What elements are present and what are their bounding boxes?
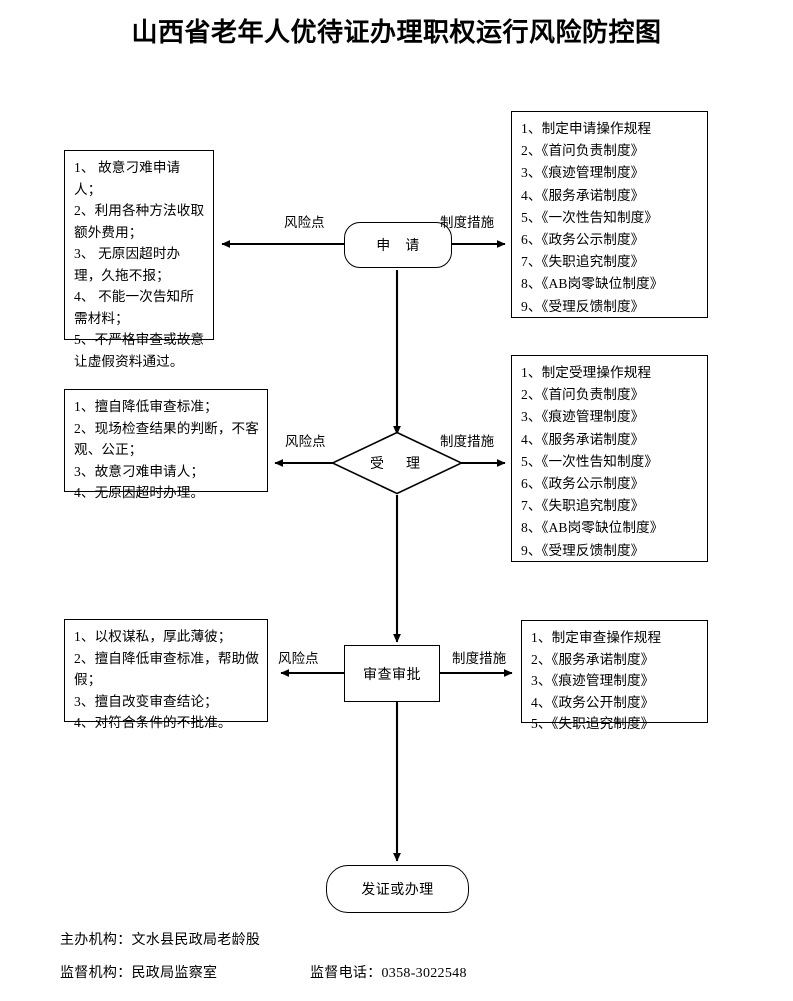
- connector-label-risk-accept: 风险点: [285, 434, 326, 449]
- connector-label-measure-accept: 制度措施: [440, 434, 495, 449]
- risk-line: 4、无原因超时办理。: [74, 485, 205, 500]
- measure-line: 2、《首问负责制度》: [521, 387, 645, 403]
- footer-organizer: 主办机构：文水县民政局老龄股: [60, 933, 261, 948]
- risk-box-review: 1、以权谋私，厚此薄彼； 2、擅自降低审查标准，帮助做假； 3、擅自改变审查结论…: [64, 619, 268, 730]
- node-review[interactable]: 审查审批: [344, 645, 440, 702]
- risk-line: 3、故意刁难申请人；: [74, 463, 205, 479]
- node-issue-label: 发证或办理: [361, 883, 434, 898]
- measure-box-apply: 1、制定申请操作规程 2、《首问负责制度》 3、《痕迹管理制度》 4、《服务承诺…: [511, 111, 708, 318]
- measure-line: 8、《AB岗零缺位制度》: [521, 276, 664, 292]
- measure-line: 3、《痕迹管理制度》: [531, 673, 655, 688]
- measure-line: 3、《痕迹管理制度》: [521, 165, 645, 181]
- connector-label-risk-review: 风险点: [278, 651, 319, 666]
- measure-line: 1、制定申请操作规程: [521, 121, 652, 136]
- risk-line: 2、擅自降低审查标准，帮助做假；: [74, 650, 259, 688]
- risk-line: 3、 无原因超时办理，久拖不报；: [74, 246, 181, 283]
- measure-line: 7、《失职追究制度》: [521, 498, 645, 514]
- risk-line: 4、对符合条件的不批准。: [74, 715, 232, 730]
- measure-line: 5、《一次性告知制度》: [521, 209, 659, 225]
- measure-line: 1、制定受理操作规程: [521, 365, 652, 380]
- risk-line: 1、以权谋私，厚此薄彼；: [74, 629, 232, 644]
- measure-box-accept: 1、制定受理操作规程 2、《首问负责制度》 3、《痕迹管理制度》 4、《服务承诺…: [511, 355, 708, 562]
- risk-box-apply: 1、 故意刁难申请人； 2、利用各种方法收取额外费用； 3、 无原因超时办理，久…: [64, 150, 214, 369]
- measure-line: 7、《失职追究制度》: [521, 254, 645, 270]
- risk-line: 3、擅自改变审查结论；: [74, 693, 218, 709]
- measure-box-review: 1、制定审查操作规程 2、《服务承诺制度》 3、《痕迹管理制度》 4、《政务公开…: [521, 620, 708, 731]
- footer-supervisor: 监督机构：民政局监察室: [60, 966, 218, 981]
- risk-line: 1、 故意刁难申请人；: [74, 160, 181, 197]
- node-accept[interactable]: 受 理: [331, 431, 463, 495]
- risk-line: 1、擅自降低审查标准；: [74, 399, 218, 414]
- measure-line: 2、《首问负责制度》: [521, 143, 645, 159]
- node-issue[interactable]: 发证或办理: [326, 865, 469, 913]
- measure-line: 1、制定审查操作规程: [531, 630, 662, 645]
- node-apply[interactable]: 申 请: [344, 222, 452, 268]
- measure-line: 9、《受理反馈制度》: [521, 298, 645, 314]
- measure-line: 5、《失职追究制度》: [531, 716, 655, 731]
- measure-line: 8、《AB岗零缺位制度》: [521, 520, 664, 536]
- measure-line: 4、《服务承诺制度》: [521, 431, 645, 447]
- measure-line: 6、《政务公示制度》: [521, 476, 645, 492]
- risk-line: 5、不严格审查或故意让虚假资料通过。: [74, 332, 205, 369]
- measure-line: 6、《政务公示制度》: [521, 232, 645, 248]
- node-apply-label: 申 请: [376, 239, 420, 254]
- measure-line: 5、《一次性告知制度》: [521, 453, 659, 469]
- risk-line: 2、现场检查结果的判断，不客观、公正；: [74, 420, 259, 458]
- measure-line: 4、《政务公开制度》: [531, 694, 655, 710]
- measure-line: 2、《服务承诺制度》: [531, 651, 655, 667]
- connector-label-measure-review: 制度措施: [452, 651, 507, 666]
- risk-line: 4、 不能一次告知所需材料；: [74, 289, 194, 326]
- node-review-label: 审查审批: [363, 667, 421, 683]
- risk-line: 2、利用各种方法收取额外费用；: [74, 203, 205, 240]
- node-accept-label: 受 理: [370, 457, 424, 472]
- measure-line: 3、《痕迹管理制度》: [521, 409, 645, 425]
- risk-box-accept: 1、擅自降低审查标准； 2、现场检查结果的判断，不客观、公正； 3、故意刁难申请…: [64, 389, 268, 500]
- diamond-shape: [331, 431, 463, 495]
- measure-line: 9、《受理反馈制度》: [521, 542, 645, 558]
- connector-label-risk-apply: 风险点: [284, 215, 325, 230]
- page-title: 山西省老年人优待证办理职权运行风险防控图: [131, 18, 662, 48]
- connector-label-measure-apply: 制度措施: [440, 215, 495, 230]
- measure-line: 4、《服务承诺制度》: [521, 187, 645, 203]
- footer-phone: 监督电话：0358-3022548: [310, 966, 467, 981]
